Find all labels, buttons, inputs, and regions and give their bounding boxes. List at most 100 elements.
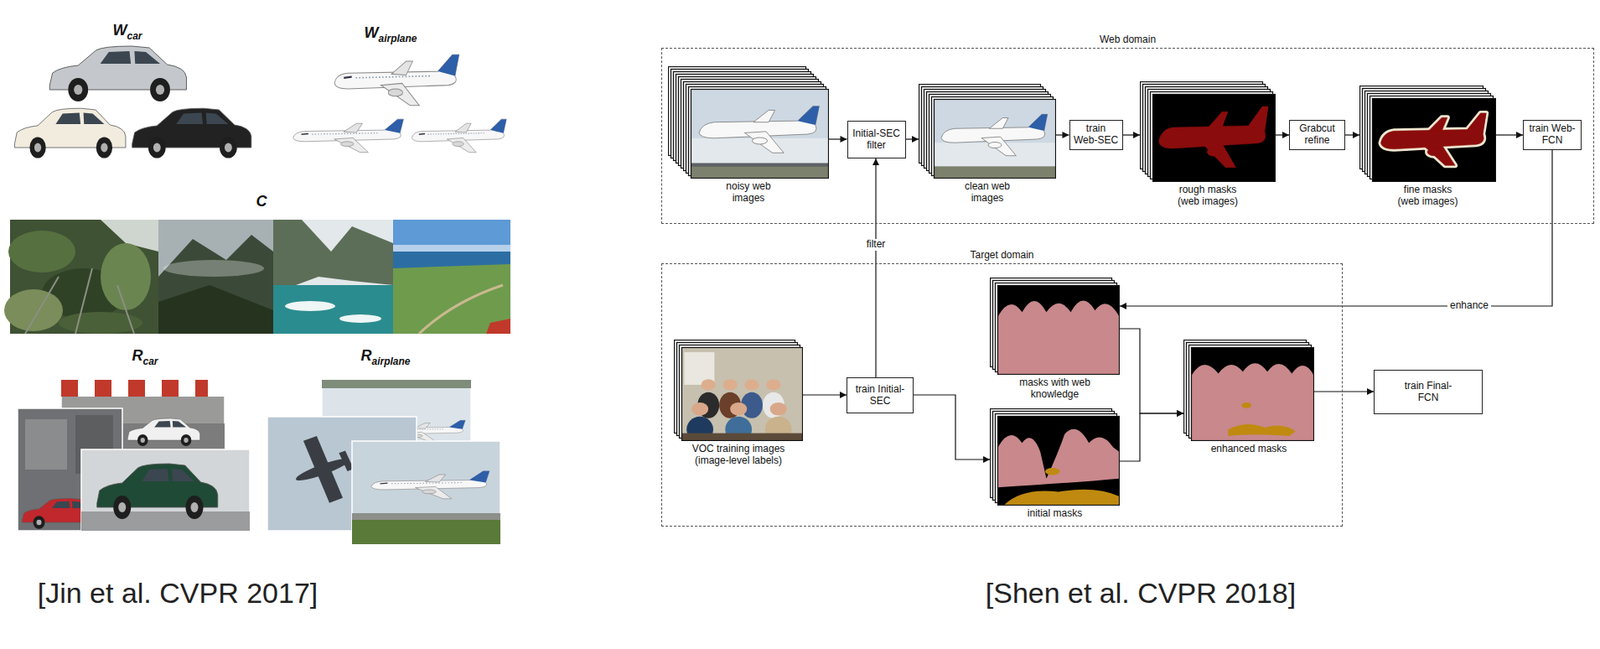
figure (1380, 113, 1487, 166)
region-title: Web domain (662, 34, 1594, 47)
runway (352, 512, 501, 520)
arrowhead (1516, 131, 1523, 139)
figure-label: C (256, 192, 268, 211)
car-scene (81, 449, 250, 531)
connector-line (913, 394, 990, 460)
image-stack: clean web images (918, 83, 1057, 179)
mask-region (1241, 402, 1252, 409)
set-symbol: R (131, 346, 143, 364)
engine (988, 141, 1002, 148)
road (81, 511, 250, 531)
image-caption: fine masks (web images) (1392, 184, 1464, 208)
connector-line (875, 158, 876, 378)
photo (273, 219, 394, 334)
stack-illustration (1139, 81, 1276, 182)
sea (273, 284, 394, 334)
arrowhead (1366, 388, 1374, 395)
photo (158, 219, 274, 334)
connector (1056, 131, 1070, 139)
set-symbol: W (112, 21, 127, 39)
mask-background (1372, 98, 1497, 182)
arrowhead (1176, 409, 1184, 417)
stack-illustration (989, 408, 1120, 506)
figure (682, 347, 803, 442)
building (25, 419, 68, 470)
engine (1427, 148, 1441, 156)
car-photo (97, 463, 218, 519)
arrowhead (1062, 131, 1070, 139)
image-stack: enhanced masks (1183, 339, 1315, 441)
wing (1208, 111, 1228, 128)
car-photo (49, 46, 187, 102)
connector (906, 135, 920, 143)
set-symbol: C (256, 192, 268, 210)
head (691, 402, 709, 416)
process-box: Initial-SEC filter (847, 120, 907, 159)
figure (941, 113, 1048, 156)
arrowhead (840, 135, 848, 143)
tail (1467, 113, 1487, 135)
foliage (100, 243, 151, 311)
landscape-photo (158, 219, 274, 334)
car-photo (132, 108, 252, 158)
figure (998, 429, 1120, 506)
box-label: Initial-SEC filter (851, 128, 902, 152)
arrowhead (911, 135, 919, 143)
plane-photo (293, 119, 404, 153)
box-label: train Web-FCN (1527, 123, 1577, 147)
process-box: train Initial-SEC (846, 377, 914, 414)
figure (699, 106, 819, 154)
mask-region (998, 300, 1120, 374)
sky (691, 89, 829, 179)
mask-region (998, 429, 1120, 488)
landscape-photo (4, 219, 159, 334)
connector (1496, 131, 1523, 139)
figure-label: Wcar (112, 21, 142, 40)
box-label: train Final-FCN (1398, 380, 1458, 404)
tail (1248, 106, 1269, 131)
car-photo (127, 418, 200, 446)
arrowhead (1282, 131, 1290, 139)
arrowhead (1133, 131, 1140, 139)
connector (913, 394, 990, 463)
arrowhead (872, 158, 880, 166)
wing (1420, 141, 1456, 166)
mask-background (1191, 347, 1315, 441)
image-frame (998, 416, 1120, 506)
image-stack: noisy web images (667, 66, 829, 179)
domain-region: Web domainnoisy web imagesInitial-SEC fi… (661, 47, 1595, 224)
mask-region (1004, 489, 1120, 506)
connector-label: enhance (1447, 300, 1492, 312)
cliff (273, 219, 394, 294)
mountain (158, 284, 274, 334)
head (730, 402, 747, 416)
head (766, 378, 781, 390)
barrier (178, 379, 196, 397)
photo (81, 449, 250, 531)
process-box: Grabcut refine (1289, 119, 1346, 151)
image-caption: noisy web images (719, 181, 778, 205)
photo (393, 219, 511, 334)
mask-background (998, 416, 1120, 506)
image-caption: enhanced masks (1198, 443, 1300, 456)
surf (339, 314, 382, 323)
set-symbol: W (363, 24, 378, 42)
image-frame (691, 89, 829, 179)
figure-label: Rcar (131, 346, 158, 365)
mountain (158, 234, 274, 334)
sky (393, 219, 511, 245)
set-subscript: car (142, 355, 158, 368)
arrowhead (839, 391, 847, 399)
image-caption: masks with web knowledge (1014, 377, 1096, 401)
figure-label: Rairplane (360, 346, 410, 365)
engine (751, 137, 767, 145)
connector (1314, 388, 1374, 395)
plane-photo (411, 119, 507, 153)
car-photo (14, 108, 125, 158)
sky (691, 138, 829, 166)
mist (163, 259, 265, 277)
propeller-plane (284, 427, 362, 511)
citation-caption: [Shen et al. CVPR 2018] (985, 576, 1296, 610)
process-box: train Final-FCN (1373, 369, 1483, 415)
wing (1428, 117, 1447, 131)
